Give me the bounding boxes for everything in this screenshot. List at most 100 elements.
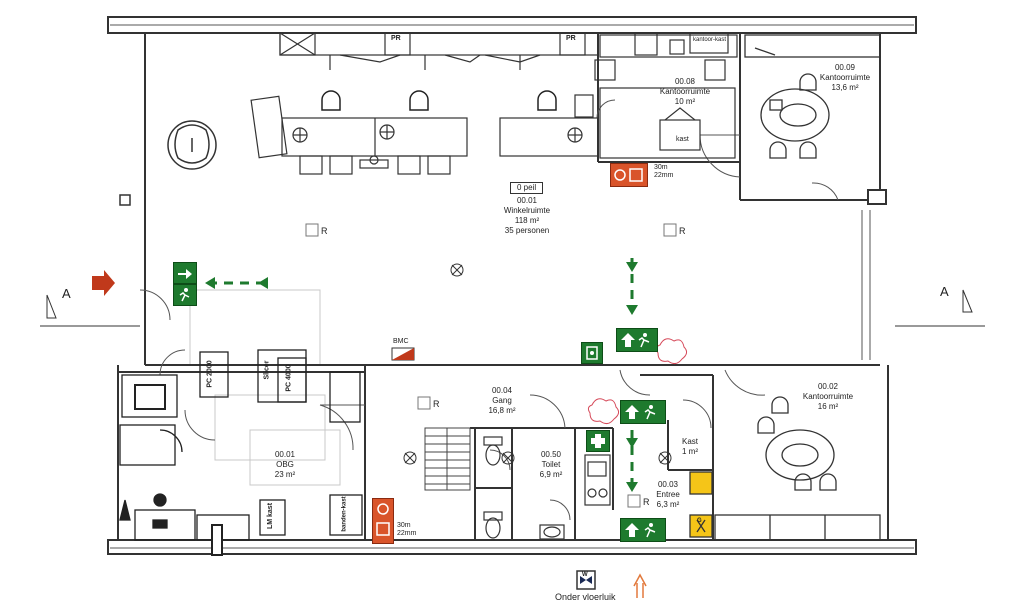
room-name: Entree — [656, 490, 680, 499]
obg-furniture — [119, 349, 363, 556]
first-aid-sign — [586, 430, 610, 452]
window-lines — [110, 24, 914, 549]
room-area: 16 m² — [817, 402, 839, 411]
hose-diameter: 22mm — [397, 530, 417, 537]
shop-counters — [250, 32, 599, 175]
smoke-detector-icon — [403, 263, 672, 465]
floor-level-marker: 0 peil — [510, 182, 544, 194]
room-name: OBG — [276, 460, 294, 469]
hose-north-label: 30m 22mm — [654, 164, 673, 180]
pr-label: PR — [391, 35, 401, 42]
room-area: 1 m² — [682, 447, 698, 456]
gas-meter-label: G — [697, 518, 702, 524]
running-person-exit-icon — [179, 288, 190, 302]
office-0008-furniture — [594, 32, 738, 159]
round-table — [167, 120, 217, 170]
valve-label: Onder vloerluik — [555, 592, 616, 602]
bandenkast-label: banden-kast — [341, 496, 348, 532]
stairs — [424, 427, 471, 491]
emergency-light-icons — [305, 223, 677, 508]
bmc-panel — [391, 347, 415, 361]
room-label-kantoor-0009: 00.09 Kantoorruimte 13,6 m² — [810, 63, 880, 93]
entrance-arrow-outline-icon — [633, 573, 647, 598]
first-aid-cross-icon — [591, 434, 605, 448]
room-number: 00.09 — [834, 63, 856, 72]
running-person-exit-icon — [178, 269, 192, 279]
annotation-clouds — [587, 338, 688, 425]
room-number: 00.02 — [817, 382, 839, 391]
room-label-obg: 00.01 OBG 23 m² — [260, 450, 310, 480]
arrow-up-icon — [625, 523, 656, 538]
section-mark-east: A — [940, 284, 949, 299]
chairs — [321, 90, 557, 111]
room-area: 16,8 m² — [488, 406, 516, 415]
exit-sign-corridor — [620, 400, 666, 424]
room-name: Kantoorruimte — [819, 73, 871, 82]
kantoorkast-label: kantoor-kast — [693, 37, 727, 43]
hose-south-label: 30m 22mm — [397, 522, 416, 538]
meter-boxes — [689, 471, 713, 538]
room-number: 00.01 — [274, 450, 296, 459]
room-name: Toilet — [541, 460, 561, 469]
room-area: 118 m² — [514, 216, 540, 225]
room-number: 00.50 — [540, 450, 562, 459]
detector-letter: R — [433, 399, 440, 409]
pc4000-label: PC 4000 — [285, 364, 293, 392]
room-name: Kantoorruimte — [802, 392, 854, 401]
office-0002-furniture — [714, 396, 881, 541]
fire-hose-icon — [376, 503, 390, 536]
room-label-winkelruimte: 00.01 Winkelruimte 118 m² 35 personen — [492, 196, 562, 236]
water-valve — [576, 570, 596, 590]
fire-hose-sign-north — [610, 163, 648, 187]
alarm-hand-icon — [586, 346, 598, 360]
room-area: 6,3 m² — [656, 500, 680, 509]
hose-diameter: 22mm — [654, 172, 674, 179]
fire-hose-icon — [614, 168, 643, 182]
lm-kast-label: LM kast — [267, 502, 275, 530]
exit-sign-center — [616, 328, 658, 352]
arrow-up-icon — [621, 333, 650, 348]
room-name: Winkelruimte — [503, 206, 551, 215]
hose-length: 30m — [397, 522, 411, 529]
room-label-kast: Kast 1 m² — [672, 437, 708, 457]
exit-sign-west-lower — [173, 284, 197, 306]
fire-hose-sign-south — [372, 498, 394, 544]
room-area: 10 m² — [674, 97, 696, 106]
detector-letter: R — [643, 497, 650, 507]
room-label-kantoor-0008: 00.08 Kantoorruimte 10 m² — [650, 77, 720, 107]
room-capacity: 35 personen — [504, 226, 550, 235]
room-number: 00.03 — [657, 480, 679, 489]
alarm-button-sign — [581, 342, 603, 364]
room-area: 23 m² — [274, 470, 296, 479]
pr-label: PR — [566, 35, 576, 42]
room-area: 6,9 m² — [539, 470, 563, 479]
slicer-label: Slicer — [263, 360, 271, 380]
office-0009-furniture — [744, 34, 881, 159]
pc2000-label: PC 2000 — [206, 360, 214, 388]
detector-letter: R — [321, 226, 328, 236]
door-swings — [139, 99, 839, 521]
room-number: 00.08 — [674, 77, 696, 86]
room-label-kantoor-0002: 00.02 Kantoorruimte 16 m² — [793, 382, 863, 412]
valve-symbol-label: W — [582, 572, 588, 578]
room-label-entree: 00.03 Entree 6,3 m² — [644, 480, 692, 510]
arrow-up-icon — [625, 405, 656, 420]
small-cabinet-label: kast — [676, 136, 689, 143]
exit-sign-entree — [620, 518, 666, 542]
bmc-label: BMC — [393, 338, 409, 345]
section-marks — [40, 289, 985, 327]
hose-length: 30m — [654, 164, 668, 171]
room-name: Kast — [681, 437, 698, 446]
entrance-arrow-icon — [92, 270, 115, 296]
route-arrowheads — [205, 262, 638, 492]
exit-sign-west — [173, 262, 197, 284]
detector-letter: R — [679, 226, 686, 236]
column-left — [119, 194, 131, 206]
room-label-gang: 00.04 Gang 16,8 m² — [477, 386, 527, 416]
interior-walls — [118, 33, 880, 540]
section-mark-west: A — [62, 286, 71, 301]
room-name: Kantoorruimte — [659, 87, 711, 96]
room-number: 00.01 — [516, 196, 538, 205]
sanitary — [483, 436, 611, 540]
